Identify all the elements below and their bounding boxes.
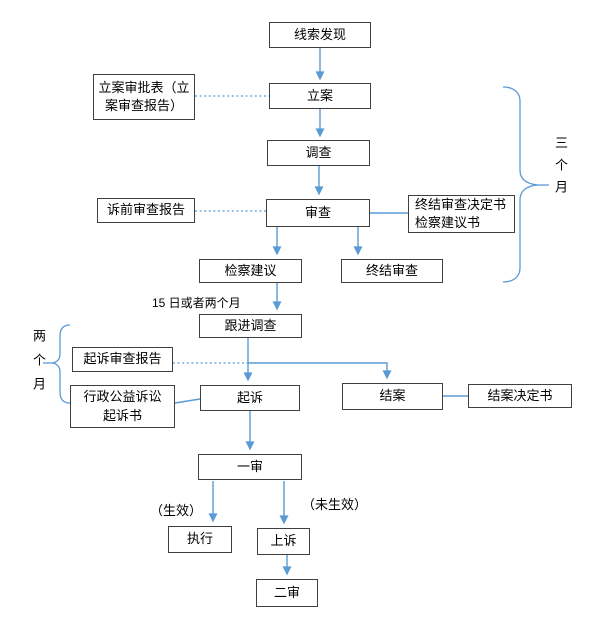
node-admin-litigation-indictment: 行政公益诉讼 起诉书 [70,385,175,428]
label-two-months: 两个月 [31,329,46,401]
link-indictment-to-prosecution [174,398,201,404]
node-follow-up-investigation: 跟进调查 [199,314,302,338]
node-closing-decision-doc: 结案决定书 [468,384,572,408]
arrow-branch-to-caseclosed [248,362,392,380]
node-case-filing: 立案 [269,83,371,109]
node-appeal: 上诉 [257,528,310,555]
node-prosecution: 起诉 [200,385,300,411]
node-procuratorial-suggestion: 检察建议 [199,259,302,283]
label-not-effective: （未生效） [302,497,368,512]
node-case-closed: 结案 [342,383,443,410]
node-second-instance: 二审 [256,579,318,607]
brace-two-months [50,324,71,404]
brace-three-months [502,86,539,283]
node-investigation: 调查 [267,140,370,166]
node-execution: 执行 [168,526,232,553]
label-fifteen-days-or-two-months: 15 日或者两个月 [152,296,241,310]
node-prosecution-review-report: 起诉审查报告 [72,347,173,372]
node-clue-discovery: 线索发现 [269,22,371,48]
label-effective: （生效） [150,503,203,518]
node-filing-approval-form: 立案审批表（立 案审查报告） [93,74,195,120]
node-terminate-review: 终结审查 [341,259,443,283]
node-first-instance: 一审 [198,454,302,480]
label-three-months: 三个月 [553,136,568,202]
node-review: 审查 [266,199,370,227]
node-pre-litigation-report: 诉前审查报告 [97,198,195,223]
node-termination-decision-docs: 终结审查决定书 检察建议书 [408,195,515,233]
